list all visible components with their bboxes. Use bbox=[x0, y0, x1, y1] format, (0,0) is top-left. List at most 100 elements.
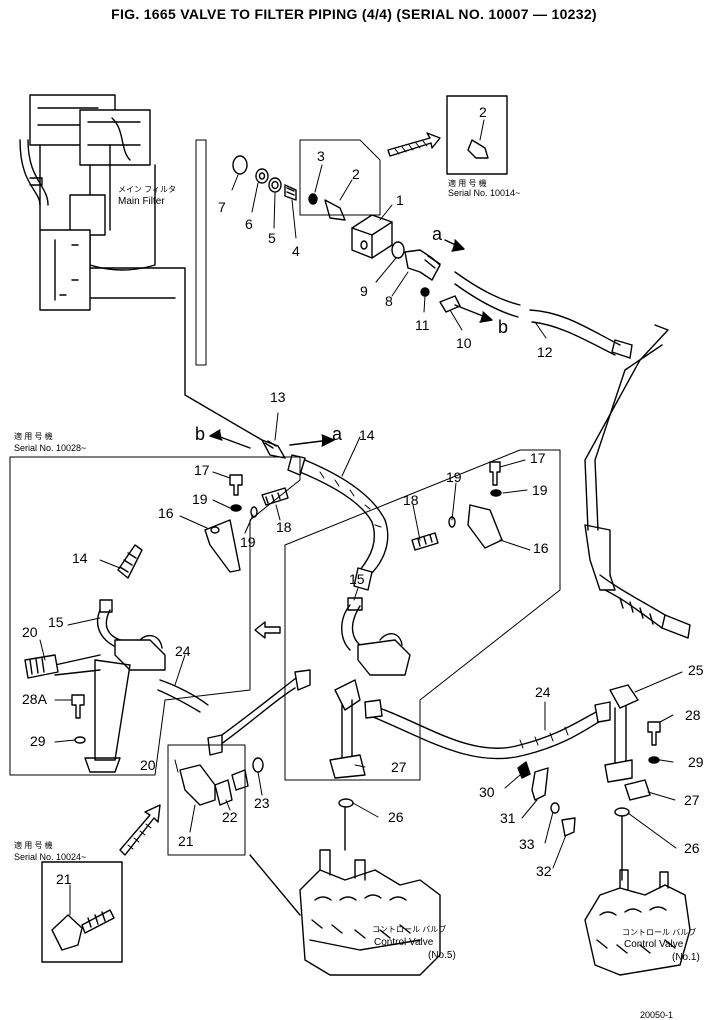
o-ring-26-right bbox=[614, 807, 630, 817]
bracket-27-mid-top bbox=[334, 679, 361, 711]
leader-line-7 bbox=[195, 139, 207, 366]
label-14-left: 14 bbox=[72, 550, 88, 566]
figure-title: FIG. 1665 VALVE TO FILTER PIPING (4/4) (… bbox=[111, 6, 597, 22]
hose-end-14-left-threads bbox=[119, 552, 137, 573]
label-30: 30 bbox=[479, 784, 495, 800]
washer-29-left bbox=[74, 736, 86, 744]
bolt-28 bbox=[647, 721, 661, 746]
washer-33 bbox=[550, 802, 560, 814]
washer-29-right bbox=[648, 756, 660, 764]
label-18-left: 18 bbox=[276, 519, 292, 535]
o-ring-9 bbox=[391, 241, 405, 259]
label-32: 32 bbox=[536, 863, 552, 879]
fitting-22b bbox=[231, 769, 249, 791]
washer-19-b bbox=[250, 506, 258, 518]
inset-elbow-21-threads bbox=[87, 911, 106, 928]
label-15-left: 15 bbox=[48, 614, 64, 630]
center-serial-box bbox=[284, 449, 561, 781]
label-17-left: 17 bbox=[194, 462, 210, 478]
label-1: 1 bbox=[396, 192, 404, 208]
line-elbow-to-valve5 bbox=[249, 854, 301, 916]
bracket-27-right bbox=[624, 779, 651, 801]
elbow-box bbox=[167, 744, 246, 856]
hose-24-right-end-a bbox=[364, 699, 383, 719]
hose-14-end-top bbox=[287, 454, 306, 476]
serial-note-bottom: Serial No. 10024~ bbox=[14, 852, 86, 862]
label-19-b: 19 bbox=[240, 534, 256, 550]
arrow-a-top-head bbox=[451, 239, 465, 252]
inset-arrow bbox=[387, 132, 441, 157]
main-filter-drawing bbox=[19, 94, 156, 311]
fitting-20-left-threads bbox=[29, 657, 45, 675]
label-28A: 28A bbox=[22, 691, 48, 707]
label-2: 2 bbox=[352, 166, 360, 182]
label-12: 12 bbox=[537, 344, 553, 360]
washer-11 bbox=[420, 287, 430, 297]
label-33: 33 bbox=[519, 836, 535, 852]
label-3: 3 bbox=[317, 148, 325, 164]
arrow-to-inset-bottom-hatch bbox=[127, 823, 152, 850]
label-27-mid: 27 bbox=[391, 759, 407, 775]
pipe-right-lower bbox=[599, 574, 666, 629]
serial-note-top: Serial No. 10014~ bbox=[448, 188, 520, 198]
label-18-right: 18 bbox=[403, 492, 419, 508]
main-filter-label: Main Filter bbox=[118, 196, 165, 207]
elbow-8-threads bbox=[424, 255, 441, 269]
seal-3 bbox=[308, 193, 318, 205]
arrow-b-top-head bbox=[479, 311, 493, 323]
fitting-13-threads bbox=[264, 440, 277, 449]
label-8: 8 bbox=[385, 293, 393, 309]
label-15-mid: 15 bbox=[349, 571, 365, 587]
hose-12-d bbox=[531, 321, 616, 356]
control-valve-no5-drawing bbox=[299, 849, 441, 976]
label-7: 7 bbox=[218, 199, 226, 215]
label-24-right: 24 bbox=[535, 684, 551, 700]
arrow-a-mid-head bbox=[321, 434, 335, 447]
label-29-right: 29 bbox=[688, 754, 704, 770]
hose-20-mid bbox=[209, 674, 301, 753]
serial-note-left: Serial No. 10028~ bbox=[14, 443, 86, 453]
label-21-inset: 21 bbox=[56, 871, 72, 887]
label-21: 21 bbox=[178, 833, 194, 849]
control-valve-no1-drawing bbox=[584, 869, 691, 976]
label-25: 25 bbox=[688, 662, 704, 678]
fitting-2 bbox=[324, 199, 346, 221]
label-29-left: 29 bbox=[30, 733, 46, 749]
o-ring-7 bbox=[232, 155, 248, 175]
o-ring-23 bbox=[252, 757, 264, 773]
arrow-b-mid-head bbox=[209, 429, 223, 441]
washer-19-a bbox=[230, 504, 242, 512]
fitting-20-left bbox=[24, 654, 59, 679]
inset-elbow-21-pipe bbox=[81, 909, 115, 934]
clamp-30 bbox=[517, 761, 531, 779]
label-22: 22 bbox=[222, 809, 238, 825]
serial-note-top-jp: 適 用 号 機 bbox=[448, 178, 487, 188]
bracket-left-lower bbox=[94, 659, 131, 761]
label-9: 9 bbox=[360, 283, 368, 299]
letter-b-mid: b bbox=[195, 424, 205, 444]
label-4: 4 bbox=[292, 243, 300, 259]
drawing-code: 20050-1 bbox=[640, 1010, 673, 1020]
bracket-27-mid bbox=[329, 754, 366, 779]
hose-24-right bbox=[367, 704, 603, 760]
label-2-inset: 2 bbox=[479, 104, 487, 120]
ring-5 bbox=[268, 177, 282, 193]
label-10: 10 bbox=[456, 335, 472, 351]
arrow-to-inset-bottom bbox=[119, 804, 161, 856]
left-serial-box bbox=[9, 456, 301, 776]
manifold-mid-top bbox=[379, 633, 403, 646]
manifold-left bbox=[114, 639, 166, 671]
label-20-mid: 20 bbox=[140, 757, 156, 773]
label-11: 11 bbox=[415, 317, 430, 333]
foot-left bbox=[84, 757, 121, 773]
hose-12-a bbox=[454, 271, 521, 306]
hose-14-hatch bbox=[319, 471, 382, 528]
inset-elbow-21 bbox=[51, 914, 83, 951]
bracket-25 bbox=[609, 684, 639, 709]
bolt-10 bbox=[439, 295, 461, 313]
label-5: 5 bbox=[268, 230, 276, 246]
hose-24-right-hatch bbox=[519, 726, 569, 749]
pipe-bracket-right bbox=[584, 524, 616, 591]
bolt-32 bbox=[561, 817, 576, 837]
